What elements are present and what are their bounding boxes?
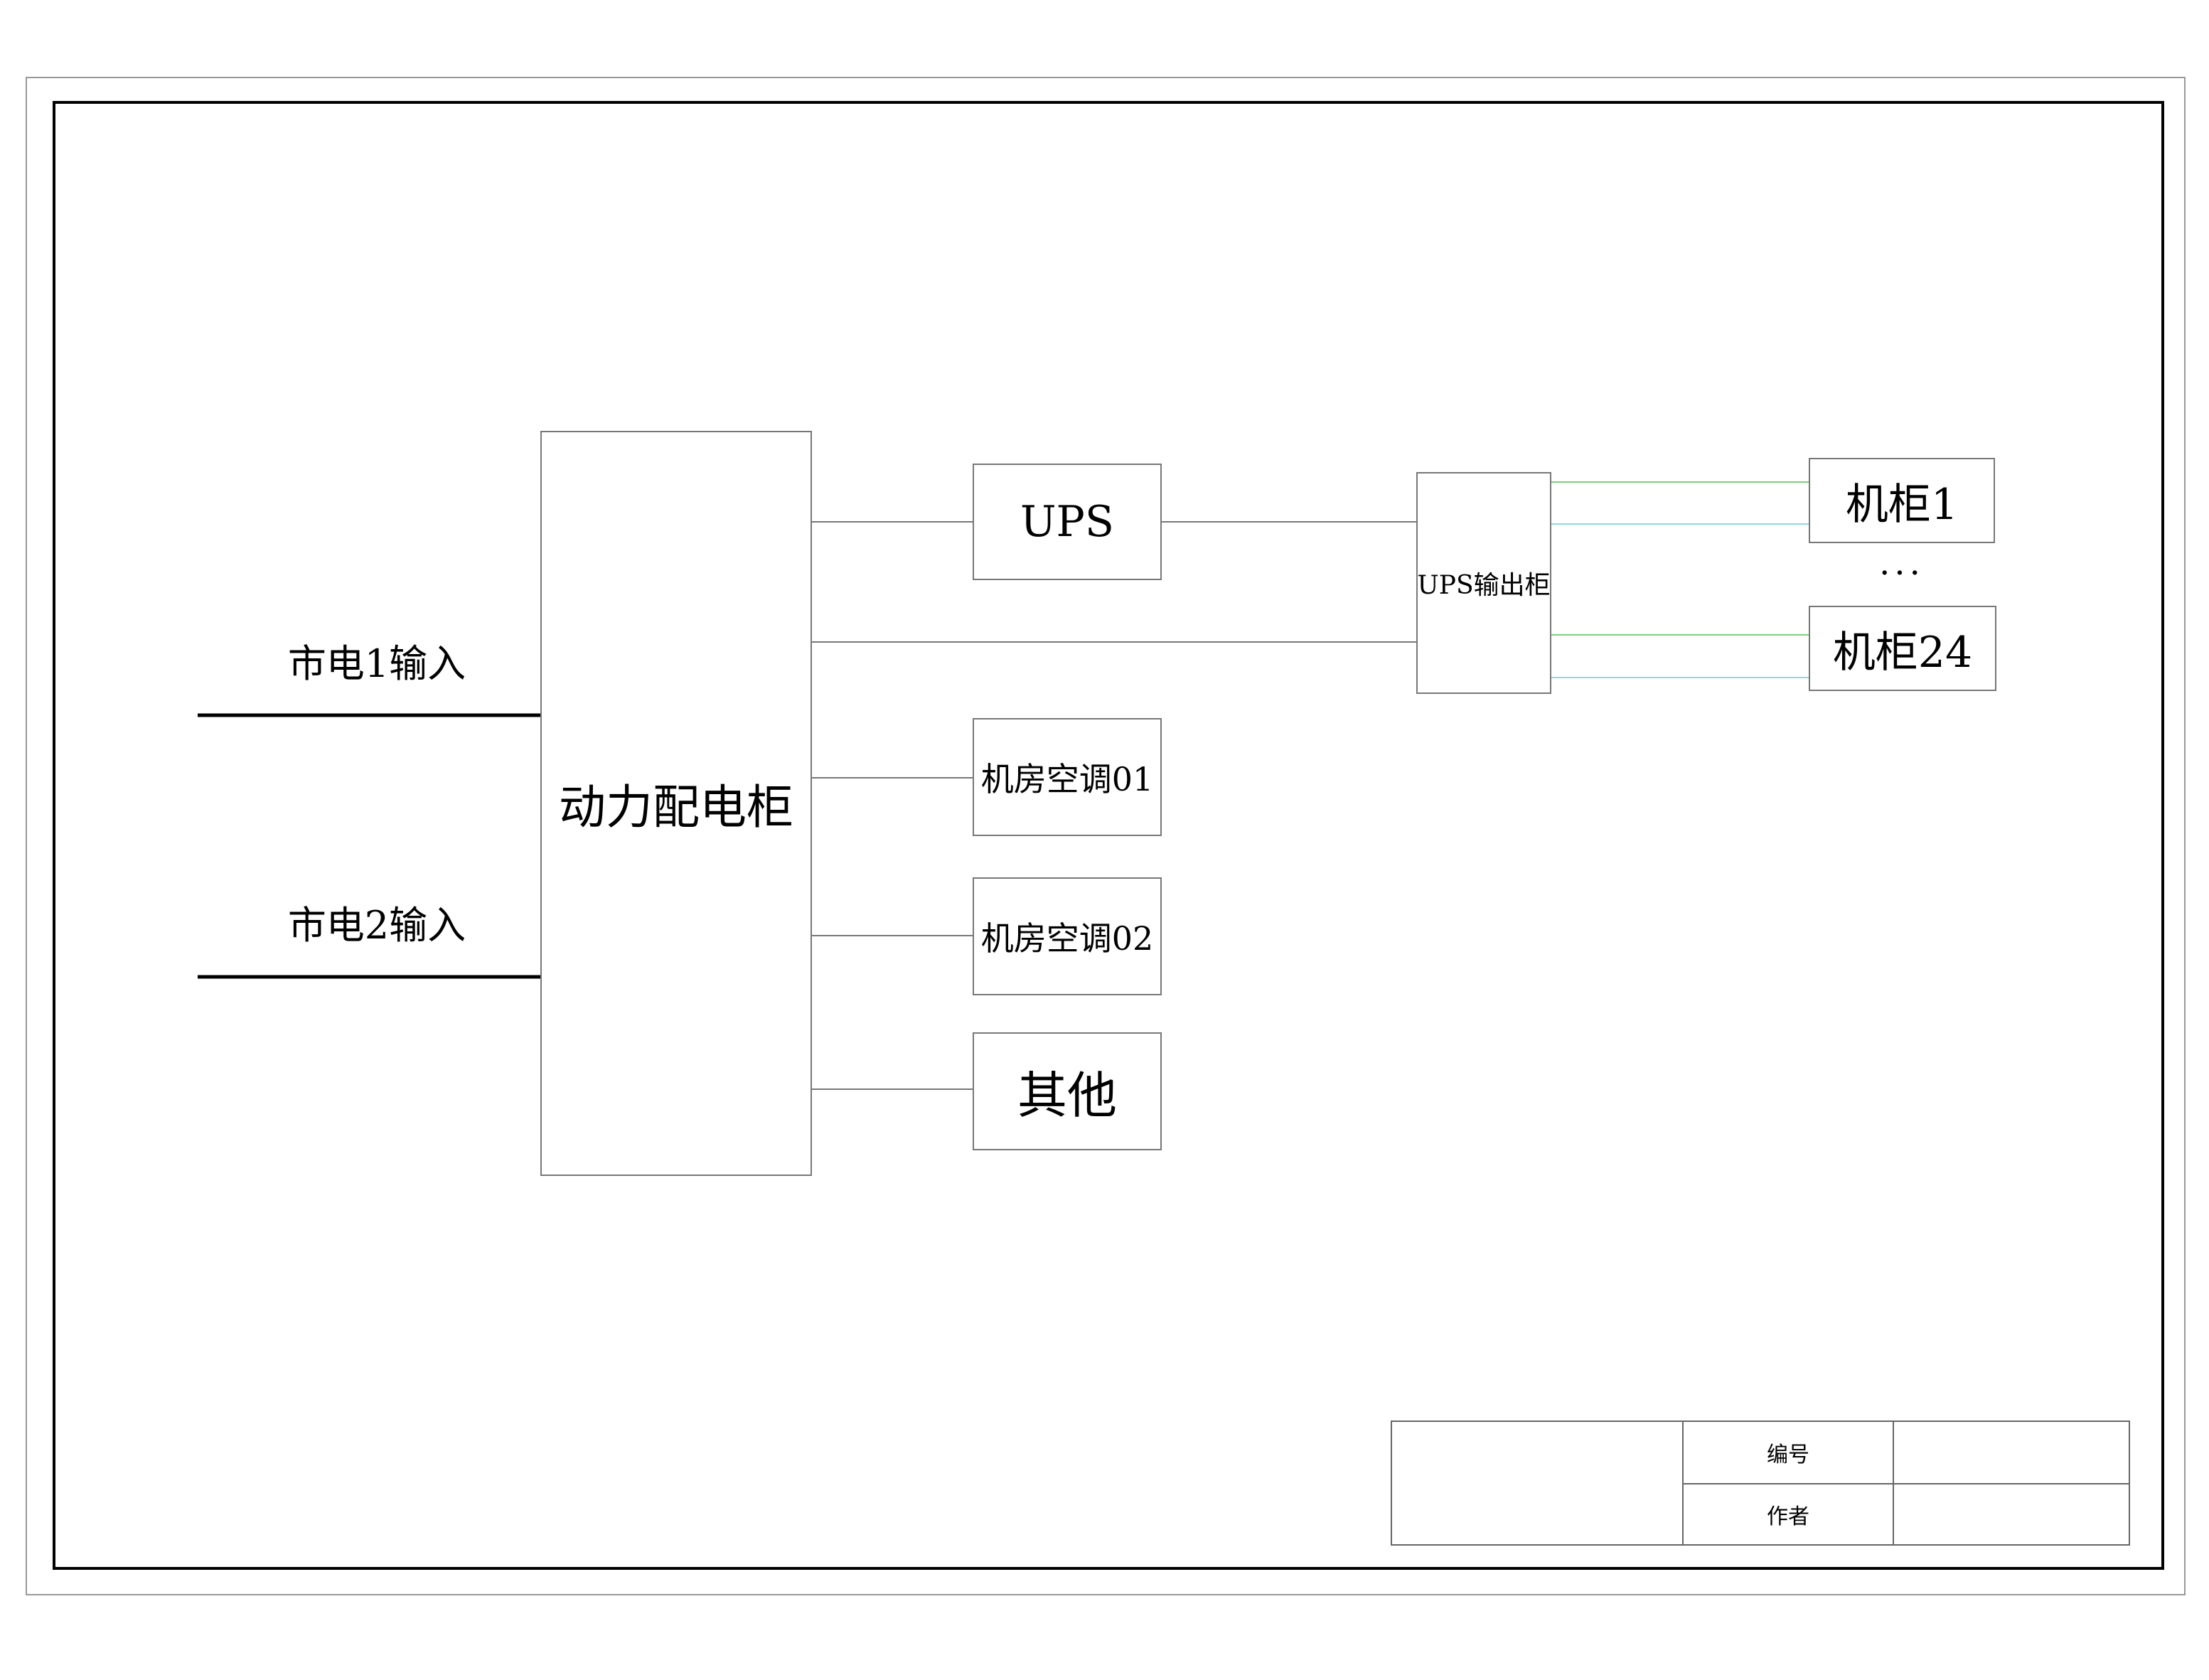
ac02-label: 机房空调02 xyxy=(980,919,1154,958)
ups-block[interactable]: UPS xyxy=(973,464,1162,580)
drawing-title-field[interactable] xyxy=(1392,1422,1681,1544)
ac01-block[interactable]: 机房空调01 xyxy=(973,718,1162,836)
rack24-label: 机柜24 xyxy=(1832,627,1973,678)
sheet-outer-border xyxy=(26,77,2186,1595)
sheet-inner-border xyxy=(53,101,2164,1570)
ups-output-label: UPS输出柜 xyxy=(1417,571,1551,600)
power-cabinet-label: 动力配电柜 xyxy=(559,780,793,835)
ac02-block[interactable]: 机房空调02 xyxy=(973,877,1162,995)
other-block[interactable]: 其他 xyxy=(973,1032,1162,1150)
rack1-label: 机柜1 xyxy=(1845,479,1959,530)
rack24-block[interactable]: 机柜24 xyxy=(1809,606,1996,691)
title-block-row-divider xyxy=(1682,1483,2129,1484)
mains2-label: 市电2输入 xyxy=(287,902,466,948)
author-value[interactable] xyxy=(1894,1484,2129,1544)
power-distribution-cabinet[interactable]: 动力配电柜 xyxy=(540,431,812,1176)
number-value[interactable] xyxy=(1894,1422,2129,1483)
other-label: 其他 xyxy=(1017,1066,1117,1125)
ups-label: UPS xyxy=(1020,497,1115,547)
ac01-label: 机房空调01 xyxy=(980,760,1154,798)
rack-ellipsis: ··· xyxy=(1879,553,1925,593)
author-label: 作者 xyxy=(1767,1504,1809,1529)
mains1-label: 市电1输入 xyxy=(287,641,466,686)
number-label: 编号 xyxy=(1767,1443,1809,1467)
title-block: 编号 作者 xyxy=(1391,1420,2130,1546)
ups-output-cabinet[interactable]: UPS输出柜 xyxy=(1416,472,1551,694)
rack1-block[interactable]: 机柜1 xyxy=(1809,458,1995,543)
